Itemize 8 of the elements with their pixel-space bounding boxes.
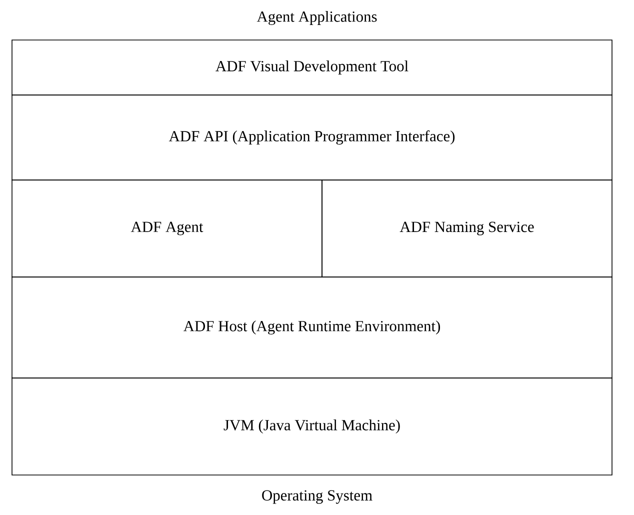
- layer-box: ADF Agent: [12, 180, 322, 278]
- layer-box: ADF Host (Agent Runtime Environment): [12, 276, 612, 378]
- layer-label: Agent Applications: [256, 10, 377, 26]
- layer-box: ADF Naming Service: [322, 180, 612, 278]
- layer-box: ADF Visual Development Tool: [12, 40, 612, 96]
- layer-label: Operating System: [262, 490, 372, 504]
- layer-box: JVM (Java Virtual Machine): [12, 378, 612, 476]
- layer-box: ADF API (Application Programmer Interface): [12, 94, 612, 180]
